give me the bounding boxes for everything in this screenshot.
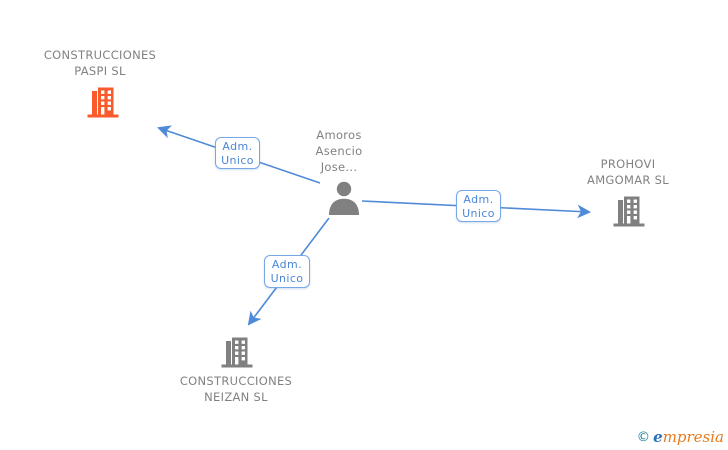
edge-label-adm-unico-paspi[interactable]: Adm. Unico <box>215 137 260 169</box>
building-icon[interactable] <box>85 84 121 120</box>
company-name-paspi[interactable]: CONSTRUCCIONES PASPI SL <box>43 48 157 78</box>
copyright-icon: © <box>636 429 651 445</box>
company-name-prohovi[interactable]: PROHOVI AMGOMAR SL <box>587 157 669 187</box>
brand-initial: e <box>653 428 663 446</box>
company-name-neizan[interactable]: CONSTRUCCIONES NEIZAN SL <box>179 374 293 404</box>
building-icon[interactable] <box>219 334 255 370</box>
edge-label-adm-unico-neizan[interactable]: Adm. Unico <box>264 255 310 288</box>
brand-name: mpresia <box>662 428 724 446</box>
edge-label-adm-unico-prohovi[interactable]: Adm. Unico <box>456 190 501 222</box>
person-name[interactable]: Amoros Asencio Jose... <box>315 128 363 174</box>
empresia-logo[interactable]: ©empresia <box>637 428 724 446</box>
person-icon[interactable] <box>325 181 363 215</box>
building-icon[interactable] <box>611 193 647 229</box>
